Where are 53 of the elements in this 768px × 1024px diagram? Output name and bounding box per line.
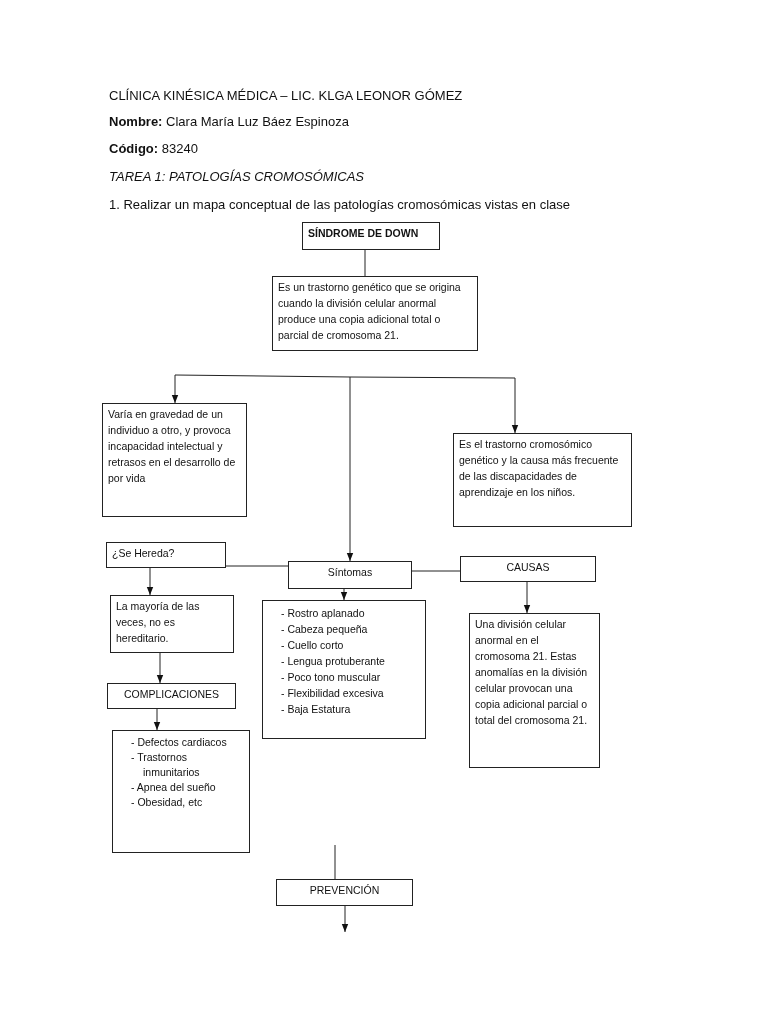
concept-box (272, 276, 478, 351)
box-text: CAUSAS (505, 560, 551, 575)
connector-line (334, 844, 336, 880)
list-item: - Obesidad, etc (130, 795, 204, 810)
box-text: COMPLICACIONES (122, 687, 221, 702)
list-item: - Flexibilidad excesiva (280, 686, 385, 701)
connector-line (364, 249, 366, 277)
arrow (171, 374, 351, 404)
list-item: - Defectos cardiacos (130, 735, 228, 750)
box-text: Es el trastorno cromosómico genético y la causa más frecuente de las discapacidades de aprendizaje en los niños. (459, 437, 620, 500)
list-box (262, 600, 426, 739)
arrow (523, 581, 531, 614)
field-text: Nombre: Clara María Luz Báez Espinoza (109, 114, 349, 129)
list-item: - Trastornos inmunitarios (130, 750, 201, 780)
list-item: - Baja Estatura (280, 702, 352, 717)
arrow (341, 905, 349, 933)
box-text: PREVENCIÓN (308, 883, 381, 898)
field-text: Código: 83240 (109, 141, 198, 156)
arrow (346, 376, 354, 562)
list-item: - Apnea del sueño (130, 780, 217, 795)
arrow (340, 588, 348, 601)
connector-line (411, 570, 461, 572)
concept-box (110, 595, 234, 653)
arrow (146, 567, 154, 596)
list-item: - Cuello corto (280, 638, 345, 653)
concept-box (102, 403, 247, 517)
box-text: SÍNDROME DE DOWN (308, 226, 420, 241)
concept-box (460, 556, 596, 582)
box-text: Varía en gravedad de un individuo a otro, y provoca incapacidad intelectual y retrasos en el desarrollo de por vida (108, 407, 237, 486)
list-box (112, 730, 250, 853)
concept-box (107, 683, 236, 709)
list-item: - Cabeza pequeña (280, 622, 369, 637)
concept-box (106, 542, 226, 568)
box-text: Una división celular anormal en el cromosoma 21. Estas anomalías en la división celular provocan una copia adicional parcial o total del cromosoma 21. (475, 617, 589, 728)
instruction-text: 1. Realizar un mapa conceptual de las patologías cromosómicas vistas en clase (109, 197, 571, 212)
arrow (349, 376, 519, 434)
header-text: CLÍNICA KINÉSICA MÉDICA – LIC. KLGA LEONOR GÓMEZ (109, 88, 463, 103)
box-text: Es un trastorno genético que se origina cuando la división celular anormal produce una copia adicional total o parcial de cromosoma 21. (278, 280, 462, 343)
concept-box (302, 222, 440, 250)
box-text: ¿Se Hereda? (112, 546, 176, 561)
box-text: La mayoría de las veces, no es hereditario. (116, 599, 201, 646)
task-title: TAREA 1: PATOLOGÍAS CROMOSÓMICAS (109, 169, 364, 184)
box-text: Síntomas (326, 565, 374, 580)
concept-box (288, 561, 412, 589)
concept-box (469, 613, 600, 768)
concept-box (276, 879, 413, 906)
arrow (156, 652, 164, 684)
list-item: - Poco tono muscular (280, 670, 382, 685)
list-item: - Rostro aplanado (280, 606, 366, 621)
arrow (153, 708, 161, 731)
connector-line (225, 565, 289, 567)
concept-box (453, 433, 632, 527)
list-item: - Lengua protuberante (280, 654, 386, 669)
